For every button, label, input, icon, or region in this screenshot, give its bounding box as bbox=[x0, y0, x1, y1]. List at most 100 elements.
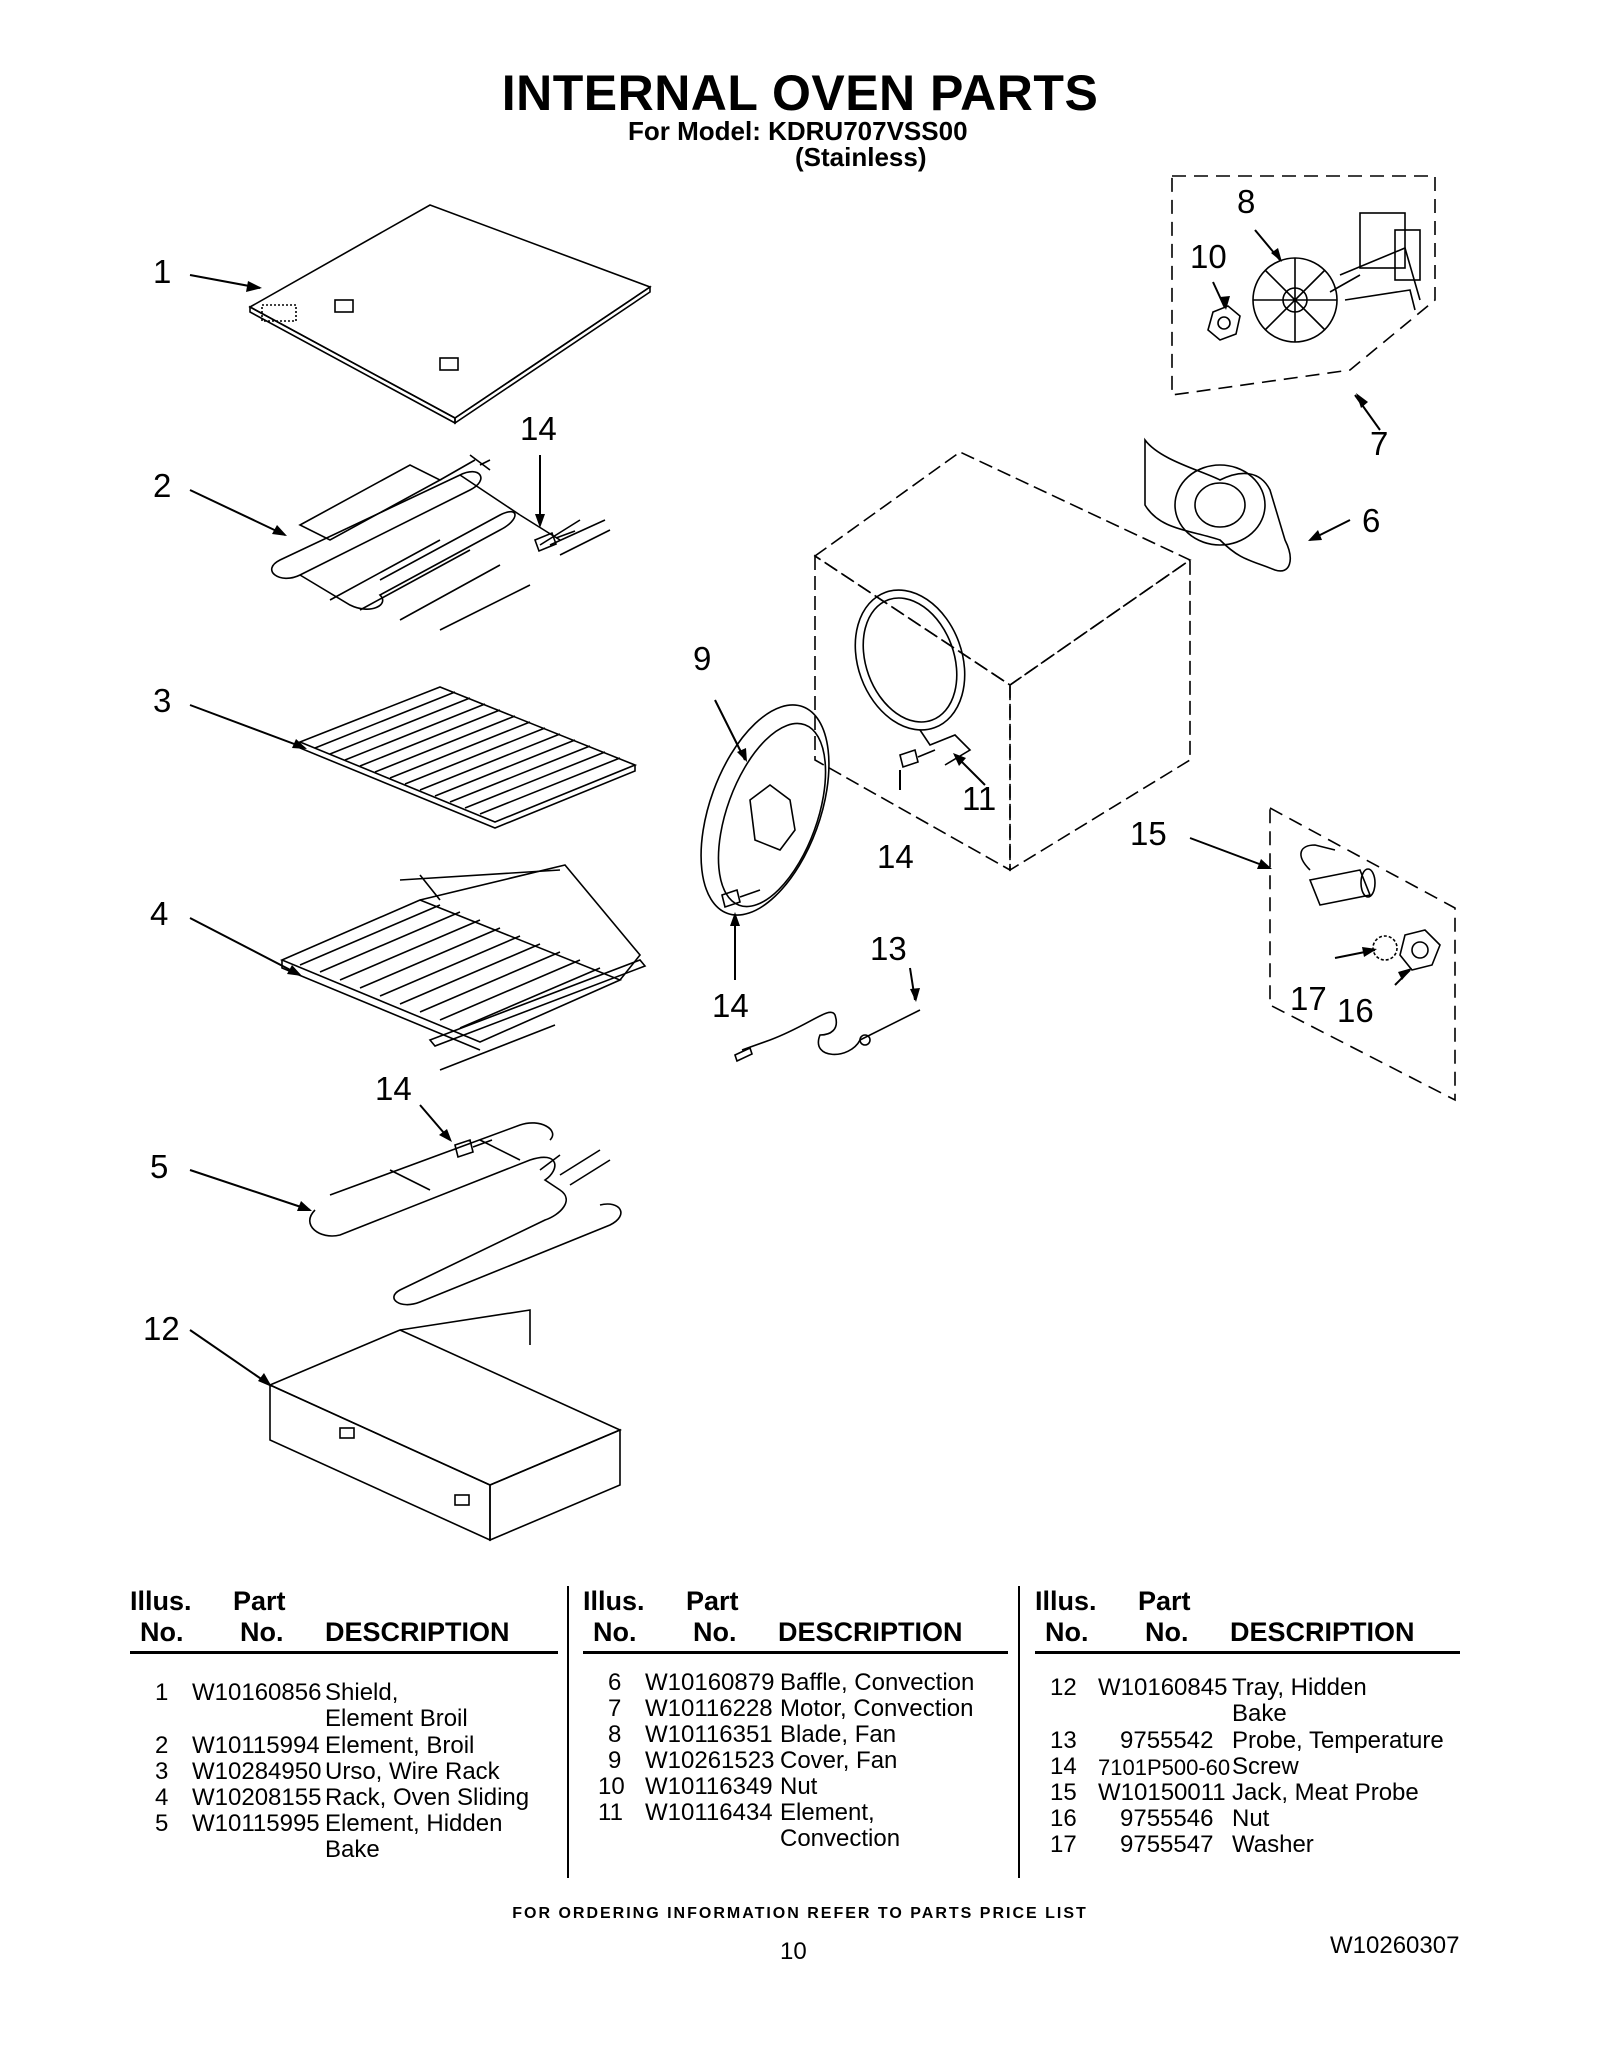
part-hidden-bake-element bbox=[309, 1122, 622, 1306]
col3-row5-no: 16 bbox=[1050, 1805, 1077, 1832]
col1-row4-no: 4 bbox=[155, 1784, 169, 1811]
part-convection-baffle bbox=[1144, 437, 1291, 572]
col3-row2-desc: Probe, Temperature bbox=[1232, 1727, 1444, 1754]
col3-row3-no: 14 bbox=[1050, 1753, 1077, 1780]
part-fan-blade bbox=[1252, 257, 1338, 343]
col2-row6-desc: Element, bbox=[780, 1799, 875, 1826]
col3-row3-desc: Screw bbox=[1232, 1753, 1299, 1780]
callout-3: 3 bbox=[153, 682, 171, 719]
col1-part-header-1: Part bbox=[233, 1586, 286, 1616]
part-broil-element bbox=[271, 454, 611, 631]
col3-header-rule bbox=[1035, 1651, 1460, 1654]
col1-row2-part: W10115994 bbox=[192, 1732, 320, 1759]
col3-row6-no: 17 bbox=[1050, 1831, 1077, 1858]
document-number: W10260307 bbox=[1330, 1932, 1460, 1959]
part-washer-17 bbox=[1372, 935, 1398, 961]
part-nut-16 bbox=[1399, 929, 1441, 971]
part-fan-cover bbox=[700, 704, 830, 916]
col2-row3-desc: Blade, Fan bbox=[780, 1721, 897, 1748]
part-screws bbox=[454, 530, 936, 1159]
col2-row4-desc: Cover, Fan bbox=[780, 1747, 898, 1774]
col2-row6-desc2: Convection bbox=[780, 1825, 901, 1852]
col1-row4-desc: Rack, Oven Sliding bbox=[325, 1784, 530, 1811]
col2-desc-header: DESCRIPTION bbox=[778, 1617, 963, 1647]
callout-14-b: 14 bbox=[877, 838, 914, 875]
callout-6: 6 bbox=[1362, 502, 1380, 539]
col1-row5-no: 5 bbox=[155, 1810, 169, 1837]
col3-row1-no: 12 bbox=[1050, 1674, 1077, 1701]
part-meat-probe-jack bbox=[1300, 844, 1376, 906]
col1-row5-part: W10115995 bbox=[192, 1810, 320, 1837]
col1-header-rule bbox=[130, 1651, 558, 1654]
col1-desc-header: DESCRIPTION bbox=[325, 1617, 510, 1647]
part-nut-10 bbox=[1207, 305, 1241, 341]
col2-row4-no: 9 bbox=[608, 1747, 622, 1774]
callout-1: 1 bbox=[153, 253, 171, 290]
col2-row6-part: W10116434 bbox=[645, 1799, 773, 1826]
callout-4: 4 bbox=[150, 895, 168, 932]
col2-row3-part: W10116351 bbox=[645, 1721, 773, 1748]
callout-13: 13 bbox=[870, 930, 907, 967]
col1-row1-desc2: Element Broil bbox=[325, 1705, 468, 1732]
part-shield-element-broil bbox=[248, 204, 652, 425]
col2-row1-no: 6 bbox=[608, 1669, 622, 1696]
col2-row1-desc: Baffle, Convection bbox=[780, 1669, 975, 1696]
callout-arrowheads bbox=[246, 248, 1412, 1387]
callout-14-a: 14 bbox=[520, 410, 557, 447]
col2-row2-desc: Motor, Convection bbox=[780, 1695, 974, 1722]
col1-row5-desc: Element, Hidden bbox=[325, 1810, 503, 1837]
col3-row3-part: 7101P500-60 bbox=[1098, 1755, 1231, 1780]
callout-14-d: 14 bbox=[375, 1070, 412, 1107]
part-sliding-rack bbox=[279, 864, 647, 1071]
table-separator-1 bbox=[567, 1586, 569, 1878]
col1-illus-header-2: No. bbox=[140, 1617, 184, 1647]
part-hidden-bake-tray bbox=[268, 1309, 622, 1542]
col2-part-header-1: Part bbox=[686, 1586, 739, 1616]
page-title: INTERNAL OVEN PARTS bbox=[501, 65, 1099, 121]
col2-row5-desc: Nut bbox=[780, 1773, 818, 1800]
col1-row1-no: 1 bbox=[155, 1679, 169, 1706]
col3-part-header-1: Part bbox=[1138, 1586, 1191, 1616]
callout-arrows bbox=[189, 229, 1411, 1386]
callout-5: 5 bbox=[150, 1148, 168, 1185]
part-temperature-probe bbox=[734, 1009, 921, 1063]
col1-row2-desc: Element, Broil bbox=[325, 1732, 475, 1759]
part-wire-rack bbox=[297, 686, 638, 829]
col2-part-header-2: No. bbox=[693, 1617, 737, 1647]
jack-group-dashed-box bbox=[1269, 806, 1456, 1102]
col3-row1-part: W10160845 bbox=[1098, 1674, 1228, 1701]
callout-15: 15 bbox=[1130, 815, 1167, 852]
col2-row2-part: W10116228 bbox=[645, 1695, 773, 1722]
motor-group-dashed-box bbox=[1171, 175, 1436, 396]
col1-row3-no: 3 bbox=[155, 1758, 169, 1785]
col1-row5-desc2: Bake bbox=[325, 1836, 380, 1863]
col3-row2-part: 9755542 bbox=[1120, 1727, 1214, 1754]
finish-label: (Stainless) bbox=[795, 142, 927, 172]
col3-row5-desc: Nut bbox=[1232, 1805, 1270, 1832]
callout-2: 2 bbox=[153, 467, 171, 504]
callout-7: 7 bbox=[1370, 425, 1388, 462]
col2-row5-no: 10 bbox=[598, 1773, 625, 1800]
col3-row6-part: 9755547 bbox=[1120, 1831, 1214, 1858]
part-convection-motor bbox=[1329, 212, 1421, 311]
col1-part-header-2: No. bbox=[240, 1617, 284, 1647]
part-convection-element bbox=[854, 589, 972, 766]
col3-row4-no: 15 bbox=[1050, 1779, 1077, 1806]
col2-illus-header-2: No. bbox=[593, 1617, 637, 1647]
col3-row4-desc: Jack, Meat Probe bbox=[1232, 1779, 1419, 1806]
exploded-parts-diagram: 1 2 3 4 5 6 7 8 9 10 11 12 13 14 14 14 1… bbox=[143, 175, 1456, 1542]
col3-desc-header: DESCRIPTION bbox=[1230, 1617, 1415, 1647]
col3-row2-no: 13 bbox=[1050, 1727, 1077, 1754]
callout-9: 9 bbox=[693, 640, 711, 677]
col1-illus-header-1: Illus. bbox=[130, 1586, 192, 1616]
col1-row3-part: W10284950 bbox=[192, 1758, 322, 1785]
col3-row4-part: W10150011 bbox=[1098, 1779, 1226, 1806]
col2-row4-part: W10261523 bbox=[645, 1747, 775, 1774]
col2-row3-no: 8 bbox=[608, 1721, 622, 1748]
callout-11: 11 bbox=[962, 780, 996, 817]
col2-row2-no: 7 bbox=[608, 1695, 622, 1722]
col3-part-header-2: No. bbox=[1145, 1617, 1189, 1647]
col1-row3-desc: Urso, Wire Rack bbox=[325, 1758, 500, 1785]
col3-illus-header-1: Illus. bbox=[1035, 1586, 1097, 1616]
callout-14-c: 14 bbox=[712, 987, 749, 1024]
